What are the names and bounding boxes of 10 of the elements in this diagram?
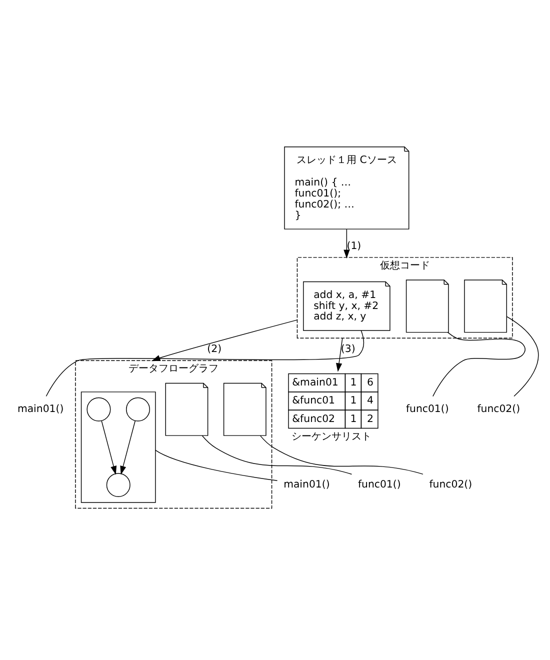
edge-label: (2) bbox=[207, 344, 222, 355]
edge-label: (3) bbox=[340, 344, 356, 355]
node-text: main01() bbox=[17, 404, 64, 415]
edge-label: (1) bbox=[346, 240, 362, 252]
node-text: func02() bbox=[429, 479, 472, 490]
node-text: func01() bbox=[358, 479, 401, 490]
node-text: func01() bbox=[406, 404, 449, 415]
node-text: func02() bbox=[477, 404, 520, 415]
node-label: シーケンサリスト bbox=[291, 430, 372, 442]
node-text: main01() bbox=[284, 479, 330, 490]
